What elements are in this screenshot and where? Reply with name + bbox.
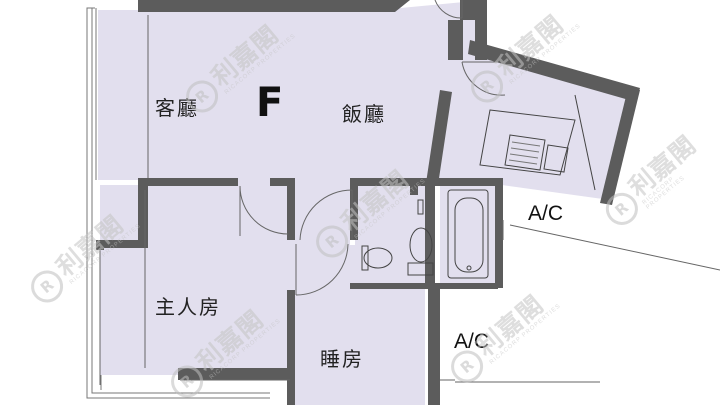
wall-top-left [138, 0, 383, 12]
room-label-bedroom: 睡房 [320, 347, 364, 371]
wall-master-left-top [138, 178, 148, 248]
thin-lines [99, 15, 720, 385]
wall-bath-mid [410, 185, 418, 195]
wall-master-top-a [138, 178, 238, 186]
unit-letter: F [256, 80, 284, 126]
bath-floor [355, 185, 425, 285]
kitchen-fixtures [479, 94, 596, 191]
bath-fixtures [361, 189, 489, 279]
bathtub [447, 189, 489, 279]
kitchen-sink [504, 134, 546, 171]
room-label-living: 客廳 [155, 96, 199, 120]
kitchen-sink-bowl [543, 144, 569, 173]
toilet-bowl [409, 227, 433, 263]
wall-bath-bottom [350, 283, 498, 289]
wall-master-top-b [270, 178, 295, 186]
kitchen-wall-right [600, 88, 640, 205]
wall-top-diag [375, 0, 410, 12]
room-label-master-bedroom: 主人房 [155, 295, 221, 319]
kitchen-wall-top [468, 40, 640, 102]
master-floor [100, 185, 285, 375]
door-top [434, 0, 463, 19]
room-label-dining: 飯廳 [342, 102, 386, 126]
wall-bath-divider [425, 178, 435, 288]
kitchen-wall-left [426, 90, 452, 185]
door-master [239, 185, 289, 235]
wall-tub-right [495, 178, 503, 288]
wall-master-bottom [178, 368, 293, 380]
toilet-tank [407, 262, 434, 276]
door-kitchen [461, 61, 506, 96]
ac-label-bottom: A/C [454, 330, 490, 353]
ac-label-right: A/C [528, 202, 564, 225]
door-bedroom [295, 243, 349, 296]
wall-master-right [287, 178, 295, 240]
door-swings [239, 0, 506, 296]
wall-bedroom-right [428, 285, 440, 405]
kitchen-counter [479, 109, 576, 176]
wall-master-left-top2 [96, 240, 146, 248]
wall-upper-left-short [448, 20, 463, 60]
door-bath [299, 189, 353, 241]
wall-bath-left [350, 178, 358, 240]
washbasin [363, 247, 393, 269]
walls [96, 0, 640, 405]
wall-lower-left [96, 240, 104, 250]
wall-master-right-low [287, 290, 295, 405]
